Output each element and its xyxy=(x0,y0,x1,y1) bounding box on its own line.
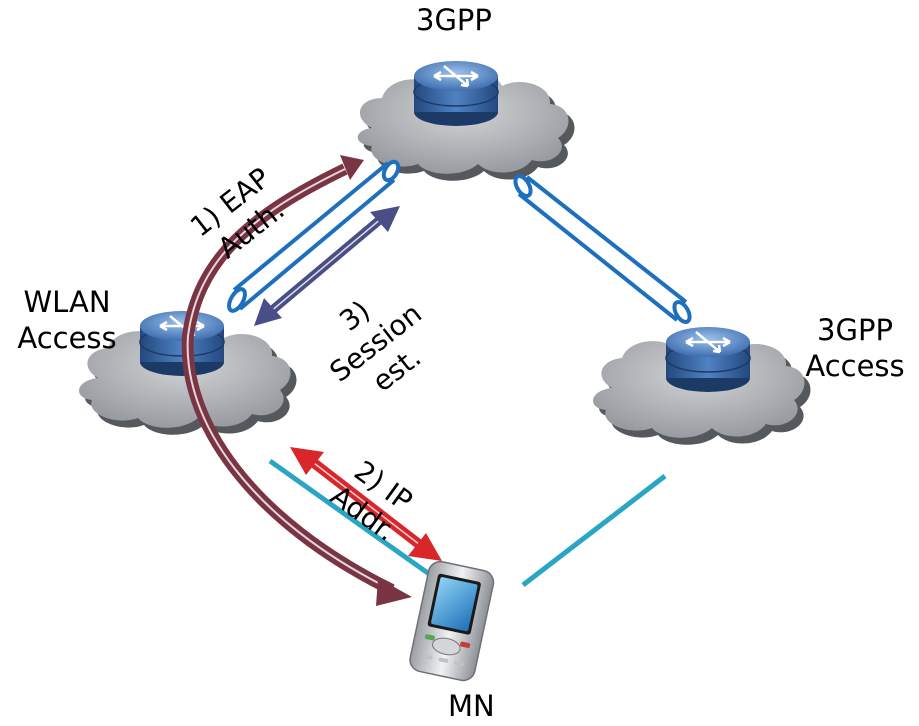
link-3gpp-access-to-mn xyxy=(521,474,667,587)
router-icon xyxy=(139,311,225,376)
router-icon xyxy=(665,327,751,392)
mobile-phone-icon xyxy=(409,560,495,682)
tunnel-wlan-to-3gpp xyxy=(227,159,401,313)
wlan-access-label: WLAN Access xyxy=(12,284,122,356)
session-est-arrow xyxy=(254,206,400,326)
access-3gpp-label: 3GPP Access xyxy=(796,312,914,384)
access-3gpp-label-line1: 3GPP xyxy=(817,313,893,347)
tunnel-3gpp-access-to-3gpp xyxy=(513,174,692,324)
wlan-label-line1: WLAN xyxy=(23,285,111,319)
ip-addr-arrow xyxy=(290,447,442,561)
wlan-label-line2: Access xyxy=(17,321,117,355)
eap-auth-arrow xyxy=(181,155,412,606)
mn-label: MN xyxy=(448,689,495,723)
router-icon xyxy=(413,61,499,126)
access-3gpp-label-line2: Access xyxy=(805,349,905,383)
link-wlan-to-mn xyxy=(268,458,434,579)
core-3gpp-label: 3GPP xyxy=(416,3,492,37)
